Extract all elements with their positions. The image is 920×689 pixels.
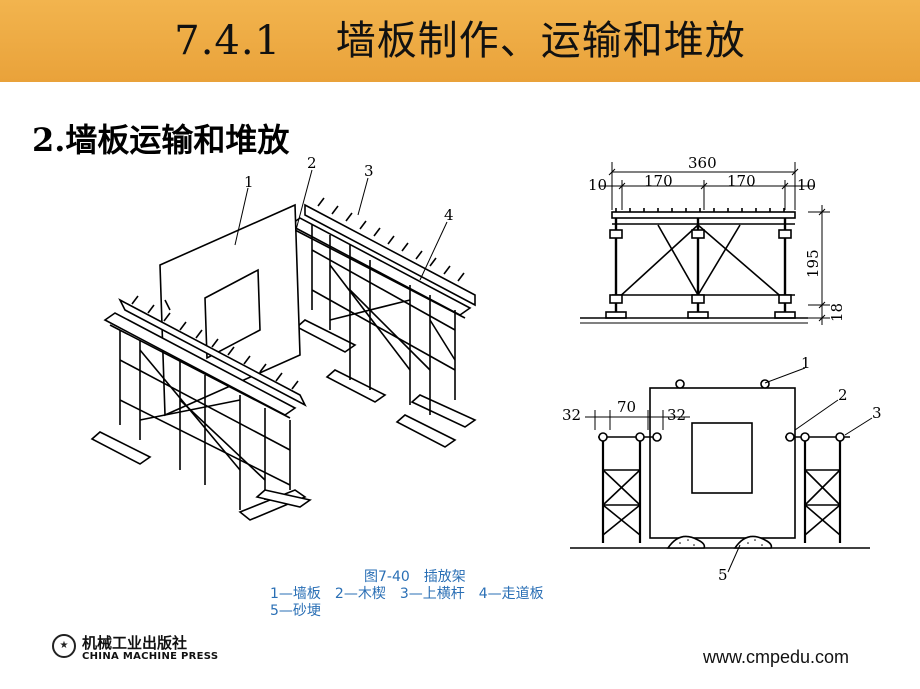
side-dim-32-right: 32	[667, 406, 686, 424]
figure-caption-legend-2: 5—砂埂	[270, 603, 321, 619]
publisher-name-cn: 机械工业出版社	[82, 634, 188, 652]
dim-360: 360	[688, 154, 717, 172]
front-rack	[90, 295, 312, 521]
isometric-view: 1 2 3 4	[90, 154, 477, 521]
side-dim-70: 70	[617, 398, 636, 416]
side-label-2: 2	[838, 386, 848, 404]
iso-label-2: 2	[307, 154, 317, 172]
back-rack	[288, 197, 477, 448]
iso-label-1: 1	[244, 173, 254, 191]
star-icon: ★	[52, 634, 76, 658]
side-elevation: 32 70 32 1 2 3 5	[562, 354, 882, 584]
front-elevation: 360 170 170 10 10 195 18	[580, 154, 846, 325]
iso-label-4: 4	[444, 206, 454, 224]
side-label-3: 3	[872, 404, 882, 422]
iso-label-3: 3	[364, 162, 374, 180]
footer-url[interactable]: www.cmpedu.com	[703, 647, 850, 667]
title-bar: 7.4.1 墙板制作、运输和堆放	[0, 0, 920, 82]
figure-caption-title: 图7-40 插放架	[364, 569, 466, 585]
publisher-name-en: CHINA MACHINE PRESS	[82, 651, 219, 662]
side-label-5: 5	[718, 566, 728, 584]
dim-195: 195	[804, 249, 822, 278]
section-heading: 2.墙板运输和堆放	[32, 121, 290, 159]
slide-title: 7.4.1 墙板制作、运输和堆放	[174, 18, 746, 64]
figure-caption-legend-1: 1—墙板 2—木楔 3—上横杆 4—走道板	[270, 586, 544, 602]
dim-10-right: 10	[797, 176, 816, 194]
side-dim-32-left: 32	[562, 406, 581, 424]
side-label-1: 1	[801, 354, 811, 372]
dim-18: 18	[828, 303, 846, 322]
dim-10-left: 10	[588, 176, 607, 194]
dim-170-left: 170	[644, 172, 673, 190]
dim-170-right: 170	[727, 172, 756, 190]
